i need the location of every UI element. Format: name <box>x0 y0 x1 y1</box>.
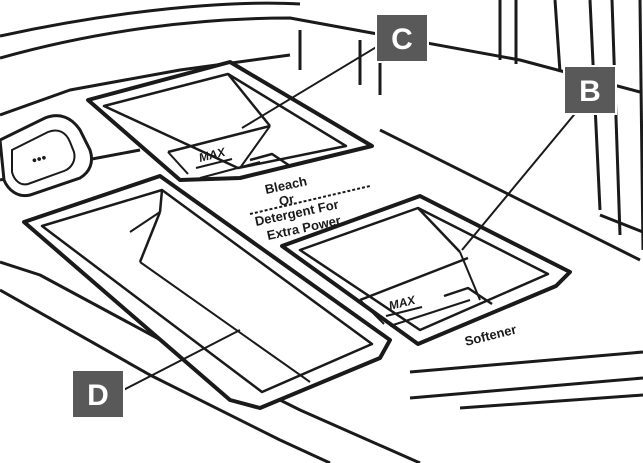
callout-d-letter: D <box>87 379 109 412</box>
callout-c: C <box>376 14 428 62</box>
callout-c-letter: C <box>391 23 413 56</box>
callout-d: D <box>72 370 124 418</box>
callout-b: B <box>564 66 616 114</box>
callout-b-letter: B <box>579 75 601 108</box>
